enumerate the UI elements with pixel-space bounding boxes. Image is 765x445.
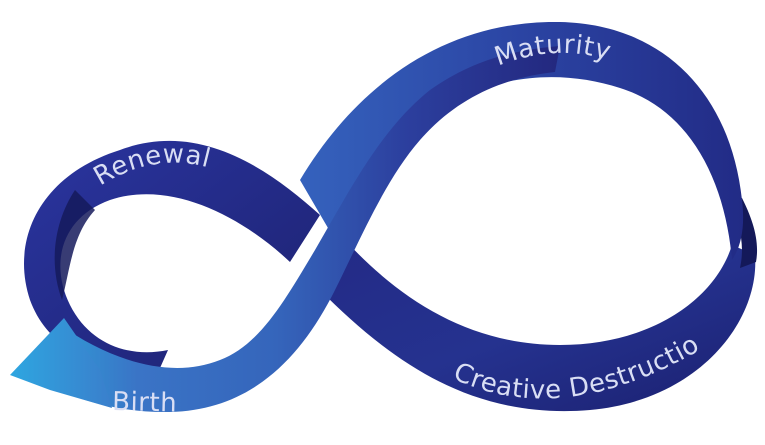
ribbon-left-loop — [24, 140, 320, 370]
ribbon-lower-right — [320, 240, 756, 412]
ribbon-upper-right — [300, 21, 744, 260]
arrow-head — [10, 318, 112, 408]
ribbon-left-loop-inner — [54, 190, 95, 300]
stage-label-birth: Birth — [112, 387, 178, 418]
